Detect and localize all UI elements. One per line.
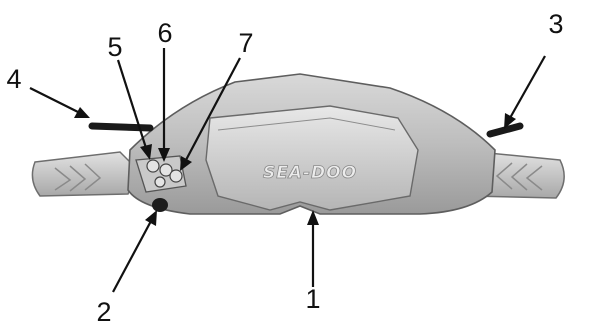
callout-6: 6 (157, 18, 172, 48)
callout-2: 2 (96, 297, 111, 327)
switch-button-lower (155, 177, 165, 187)
leader-line-2 (113, 221, 151, 292)
center-cover-panel (206, 106, 418, 210)
callout-1: 1 (305, 284, 320, 314)
callout-4: 4 (6, 64, 21, 94)
leader-line-5 (118, 60, 146, 148)
leader-line-4 (30, 88, 78, 112)
callout-3: 3 (548, 9, 563, 39)
lanyard-post (152, 198, 168, 212)
handlebar-body: SEA-DOO (32, 74, 564, 214)
leader-line-3 (510, 56, 545, 118)
switch-button-5 (147, 160, 159, 172)
left-grip (32, 152, 138, 196)
arrowhead-2 (145, 210, 157, 226)
callout-5: 5 (107, 32, 122, 62)
arrowhead-4 (74, 107, 90, 118)
switch-button-7 (170, 170, 182, 182)
callout-7: 7 (238, 28, 253, 58)
left-cable (92, 126, 150, 128)
brand-logo: SEA-DOO (263, 163, 357, 183)
